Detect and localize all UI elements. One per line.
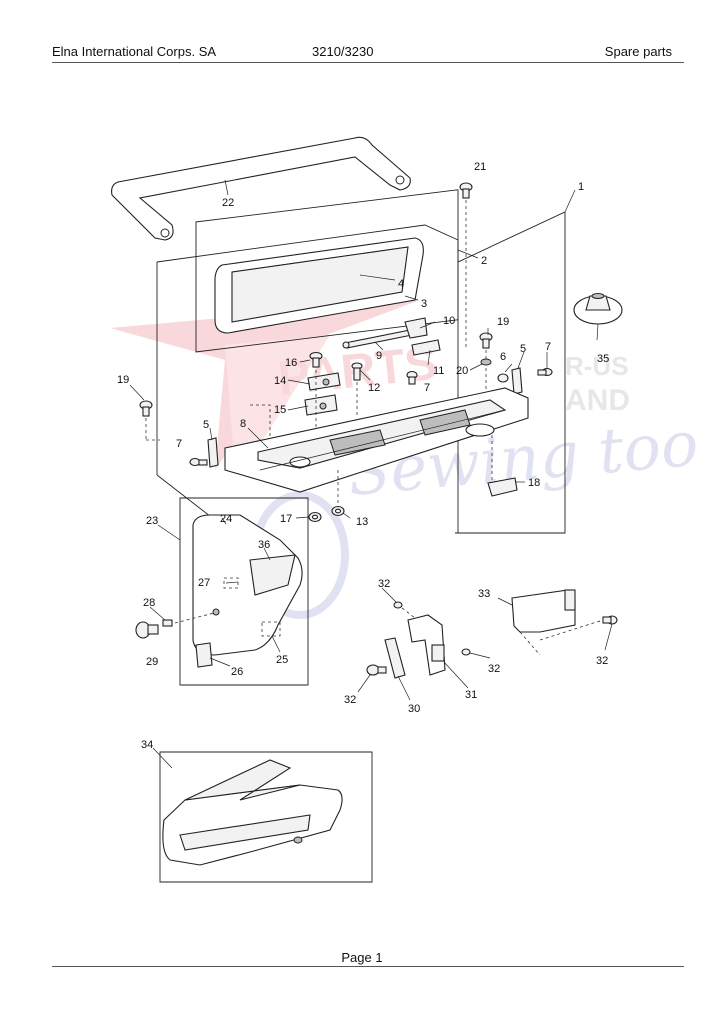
callout-26: 26 [231, 666, 243, 678]
callout-31: 31 [465, 689, 477, 701]
screw-part-19-right [479, 332, 493, 400]
screw-part-28 [162, 612, 215, 627]
callout-33: 33 [478, 588, 490, 600]
header-company: Elna International Corps. SA [52, 44, 217, 59]
svg-text:AND: AND [565, 384, 630, 417]
screw-part-7-left [189, 457, 208, 467]
callout-24: 24 [220, 513, 232, 525]
callout-5-right: 5 [520, 343, 526, 355]
callout-15: 15 [274, 404, 286, 416]
callout-2: 2 [481, 255, 487, 267]
footer-rule [52, 966, 684, 967]
frame-23 [179, 497, 309, 686]
window-frame-2 [195, 189, 459, 353]
window-panel-part-4 [214, 237, 424, 334]
svg-text:R-US: R-US [565, 351, 629, 381]
callout-19-right: 19 [497, 316, 509, 328]
plate-part-15 [304, 394, 338, 416]
screw-part-32-bottom [366, 664, 387, 676]
page-number: Page 1 [341, 950, 383, 965]
callout-12: 12 [368, 382, 380, 394]
header-rule [52, 62, 684, 63]
callout-7-mid: 7 [424, 382, 430, 394]
header-model: 3210/3230 [312, 44, 374, 59]
callout-3: 3 [421, 298, 427, 310]
spring-part-11 [411, 339, 441, 356]
callout-32-mid: 32 [488, 663, 500, 675]
bracket-part-31 [407, 614, 446, 676]
screw-part-21 [459, 182, 473, 350]
screw-part-7-right [537, 367, 553, 377]
callout-30: 30 [408, 703, 420, 715]
callout-34: 34 [141, 739, 153, 751]
bracket-part-5-right [511, 367, 523, 395]
cover-part-24 [192, 514, 303, 656]
callout-10: 10 [443, 315, 455, 327]
bracket-part-33 [511, 589, 576, 656]
screw-part-16 [309, 351, 323, 368]
callout-28: 28 [143, 597, 155, 609]
base-tray-part-8 [224, 387, 529, 493]
screw-part-19-left [139, 400, 160, 441]
washer-part-20 [480, 358, 492, 366]
callout-32-bottom: 32 [344, 694, 356, 706]
callout-22: 22 [222, 197, 234, 209]
callout-18: 18 [528, 477, 540, 489]
callout-29: 29 [146, 656, 158, 668]
callout-9: 9 [376, 350, 382, 362]
callout-16: 16 [285, 357, 297, 369]
stud-part-12 [351, 362, 363, 415]
callout-27: 27 [198, 577, 210, 589]
callout-6: 6 [500, 351, 506, 363]
handle-part-22 [111, 136, 411, 241]
nut-part-13 [331, 505, 345, 517]
callout-32-right: 32 [596, 655, 608, 667]
nut-part-6 [497, 373, 509, 383]
callout-5-left: 5 [203, 419, 209, 431]
callout-21: 21 [474, 161, 486, 173]
knob-part-29 [135, 621, 159, 639]
callout-11: 11 [433, 365, 444, 377]
callout-25: 25 [276, 654, 288, 666]
screw-part-32-top [393, 601, 416, 619]
callout-20: 20 [456, 365, 468, 377]
callout-13: 13 [356, 516, 368, 528]
leader-lines [129, 179, 613, 769]
base-plate-part-34 [162, 759, 343, 866]
screw-part-32-mid [461, 648, 471, 656]
spool-cap-part-35 [573, 293, 623, 325]
nut-part-17 [308, 511, 322, 523]
callout-17: 17 [280, 513, 292, 525]
bracket-part-18 [487, 435, 518, 497]
bracket-part-5-left [207, 437, 219, 468]
callout-19-left: 19 [117, 374, 129, 386]
callout-1: 1 [578, 181, 584, 193]
header-section: Spare parts [604, 44, 672, 59]
callout-7-right: 7 [545, 341, 551, 353]
callout-14: 14 [274, 375, 286, 387]
callout-32-top: 32 [378, 578, 390, 590]
callout-4: 4 [398, 278, 404, 290]
callout-7-left: 7 [176, 438, 182, 450]
callout-8: 8 [240, 418, 246, 430]
bracket-part-26 [195, 642, 213, 668]
callout-labels: 1 2 3 4 5 5 6 7 7 7 8 9 10 11 12 13 14 1… [117, 161, 609, 751]
screw-part-7-mid [406, 370, 418, 385]
frame-34 [159, 751, 373, 883]
callout-23: 23 [146, 515, 158, 527]
callout-35: 35 [597, 353, 609, 365]
link-part-30 [384, 637, 406, 679]
callout-36: 36 [258, 539, 270, 551]
bracket-part-10 [404, 317, 428, 339]
